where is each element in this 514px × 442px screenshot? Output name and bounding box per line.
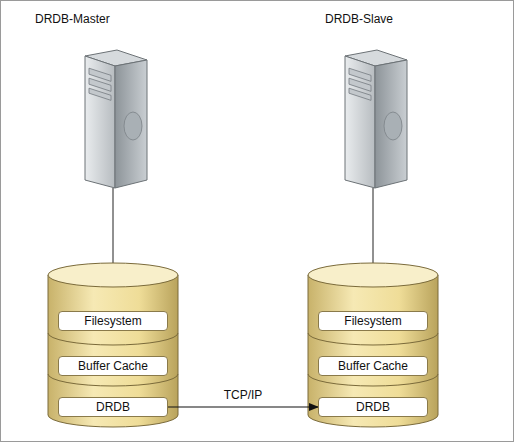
layer-label: DRDB (96, 401, 130, 413)
link-line (113, 188, 114, 263)
network-arrow (168, 406, 318, 407)
layer-box: Buffer Cache (318, 356, 428, 376)
layer-box: DRDB (58, 397, 168, 417)
layer-label: Buffer Cache (338, 360, 408, 372)
layer-label: Filesystem (344, 315, 401, 327)
server-name: DRDB-Master (35, 12, 110, 26)
layer-box: Buffer Cache (58, 356, 168, 376)
layer-box: Filesystem (318, 311, 428, 331)
edge-label: TCP/IP (222, 388, 265, 402)
layer-label: DRDB (356, 401, 390, 413)
layer-box: Filesystem (58, 311, 168, 331)
layer-label: Buffer Cache (78, 360, 148, 372)
layer-label: Filesystem (84, 315, 141, 327)
link-line (373, 188, 374, 263)
server-name: DRDB-Slave (325, 12, 393, 26)
layer-box: DRDB (318, 397, 428, 417)
